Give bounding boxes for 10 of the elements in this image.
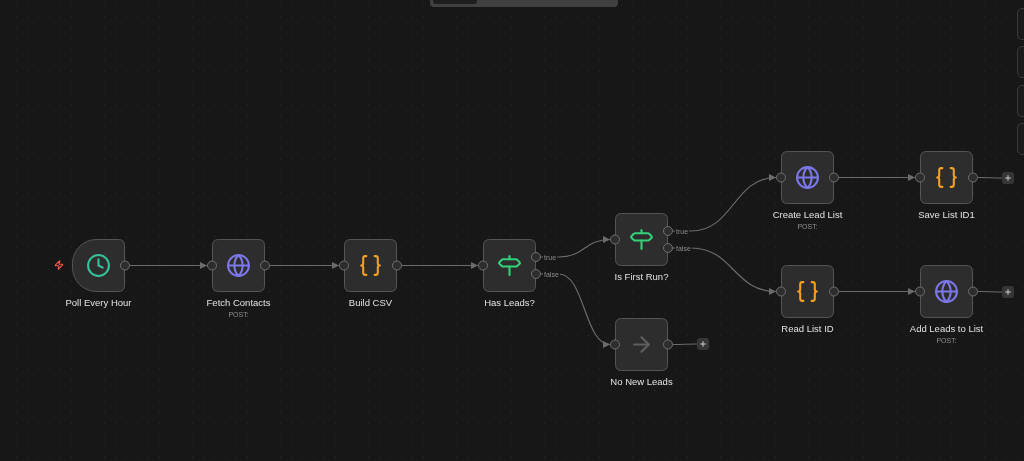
node-title: Read List ID — [781, 323, 834, 335]
node-title: Fetch Contacts — [206, 297, 271, 309]
node-title: No New Leads — [610, 376, 673, 388]
node-title: Has Leads? — [484, 297, 535, 309]
node-title: Poll Every Hour — [65, 297, 132, 309]
node-title: Is First Run? — [614, 271, 669, 283]
node-title: Build CSV — [348, 297, 393, 309]
node-title: Save List ID1 — [918, 209, 975, 221]
node-title: Create Lead List — [772, 209, 843, 221]
node-title: Add Leads to List — [909, 323, 984, 335]
